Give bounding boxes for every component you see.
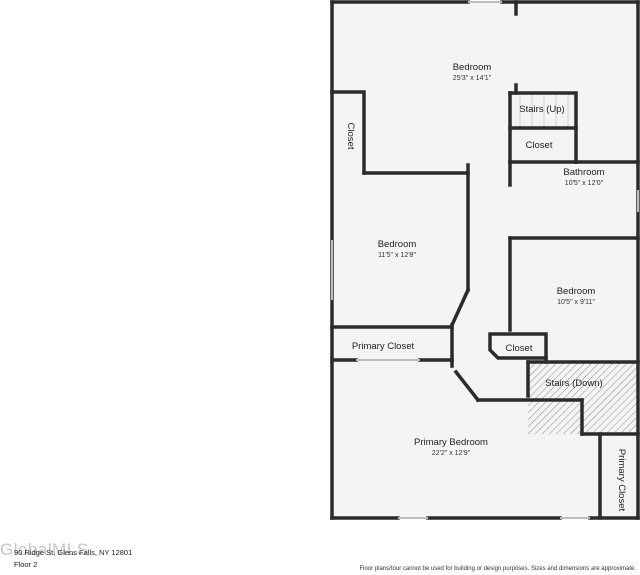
room-name: Bedroom <box>378 239 417 250</box>
walls <box>330 0 640 520</box>
room-dimensions: 10'5" x 12'0" <box>565 180 604 187</box>
room-closet-center: Closet <box>526 140 553 151</box>
room-bathroom: Bathroom 10'5" x 12'0" <box>563 167 604 187</box>
room-stairs-up: Stairs (Up) <box>519 104 564 115</box>
floor-label: Floor 2 <box>14 560 38 569</box>
room-dimensions: 22'2" x 12'9" <box>432 450 471 457</box>
room-name: Primary Closet <box>352 341 415 352</box>
windows <box>331 1 639 519</box>
room-dimensions: 25'3" x 14'1" <box>453 75 492 82</box>
room-bedroom-left: Bedroom 11'5" x 12'8" <box>378 239 417 259</box>
disclaimer: Floor plans/tour cannot be used for buil… <box>359 566 637 572</box>
room-name: Closet <box>526 140 553 151</box>
room-dimensions: 11'5" x 12'8" <box>378 252 416 259</box>
room-name: Stairs (Down) <box>545 378 603 389</box>
room-name: Closet <box>345 123 356 150</box>
room-bedroom-top: Bedroom 25'3" x 14'1" <box>453 62 492 82</box>
room-name: Bathroom <box>563 167 604 178</box>
room-closet-small: Closet <box>506 343 533 354</box>
property-address: 90 Ridge St, Glens Falls, NY 12801 <box>14 548 133 557</box>
watermark: GlobalMLS <box>0 540 89 559</box>
room-name: Stairs (Up) <box>519 104 564 115</box>
room-name: Primary Closet <box>616 449 627 512</box>
room-primary-closet: Primary Closet <box>352 341 415 352</box>
footer-info: 90 Ridge St, Glens Falls, NY 12801 Floor… <box>14 547 132 571</box>
room-primary-closet-2: Primary Closet <box>616 449 627 512</box>
room-name: Closet <box>506 343 533 354</box>
room-primary-bedroom: Primary Bedroom 22'2" x 12'9" <box>414 437 488 457</box>
stairs-up-steps <box>519 93 569 127</box>
room-bedroom-right: Bedroom 10'5" x 9'11" <box>557 286 596 306</box>
room-stairs-down: Stairs (Down) <box>545 378 603 389</box>
room-closet-left: Closet <box>345 123 356 150</box>
room-name: Primary Bedroom <box>414 437 488 448</box>
room-name: Bedroom <box>557 286 596 297</box>
room-dimensions: 10'5" x 9'11" <box>557 299 595 306</box>
room-name: Bedroom <box>453 62 492 73</box>
